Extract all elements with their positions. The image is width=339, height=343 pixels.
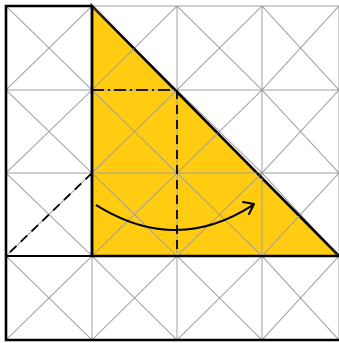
grid-diagonal [5,255,93,341]
flap-grid-diagonal [92,89,178,174]
grid-diagonal [261,89,339,174]
grid-diagonal [5,89,93,174]
flap-grid-diagonal [176,172,263,256]
grid-diagonal [176,5,263,91]
grid-diagonal [5,5,93,91]
fold-arrow [95,204,254,231]
grid-diagonal [91,255,178,341]
grid-diagonal [261,5,339,91]
grid-diagonal [261,255,339,341]
paper-outline [4,4,339,342]
fold-arrow-head [242,201,255,215]
crease-dashed-diagonal [5,172,93,257]
grid-diagonal [176,255,263,341]
flap-grid-diagonal [92,172,178,256]
